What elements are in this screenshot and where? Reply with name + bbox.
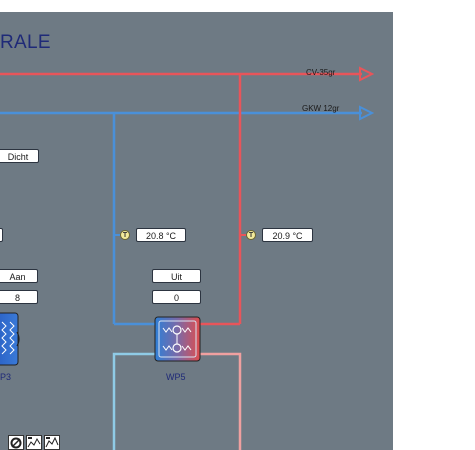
bottom-toolbar [8,435,60,450]
wp5-outlet-blue [112,352,160,450]
temp-sensor-icon: T [246,230,256,240]
page-title: RALE [0,32,51,53]
valve-status-box[interactable]: Dicht [0,149,39,163]
wp5-status-box[interactable]: Uit [152,269,201,283]
gkw-line-label: GKW 12gr [302,104,340,113]
chart-icon[interactable] [26,435,42,450]
wp5-label: WP5 [166,372,186,382]
supply-arrow-icon [359,66,375,82]
wp3-value-box[interactable]: 8 [0,290,38,304]
wp3-heatpump-icon[interactable] [0,312,20,366]
scheme-panel: RALE CV-35gr GKW 12gr Dicht T 20.8 °C T … [0,12,393,450]
refresh-icon[interactable] [8,435,24,450]
temp-left-box[interactable] [0,228,3,242]
chart-icon[interactable] [44,435,60,450]
pipe-network [0,66,375,450]
wp3-label: P3 [0,372,12,382]
wp5-heatpump-icon[interactable] [154,316,201,362]
supply-line-label: CV-35gr [306,68,336,77]
temp-right-box[interactable]: 20.9 °C [262,228,313,242]
temp-mid-box[interactable]: 20.8 °C [136,228,186,242]
gkw-arrow-icon [359,105,375,121]
wp3-status-box[interactable]: Aan [0,269,38,283]
wp5-value-box[interactable]: 0 [152,290,201,304]
wp5-outlet-red [196,352,242,450]
temp-sensor-icon: T [120,230,130,240]
